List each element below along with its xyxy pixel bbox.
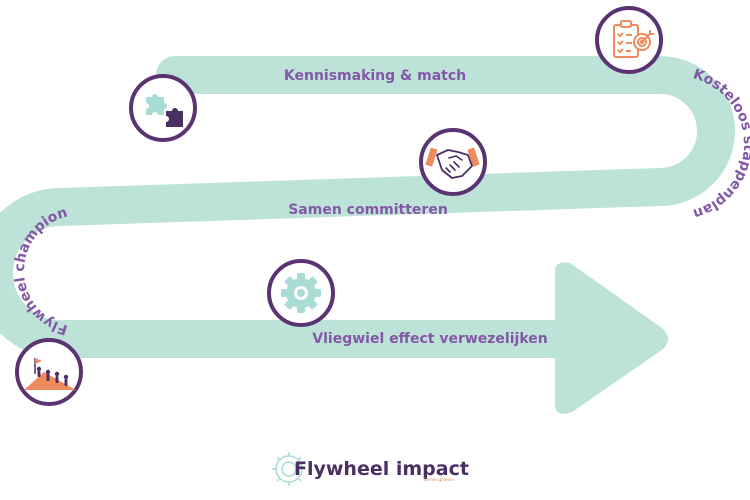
step-circle-champion bbox=[15, 338, 83, 406]
gear-icon bbox=[281, 273, 321, 313]
puzzle-icon bbox=[146, 94, 183, 127]
roadmap-arrowhead bbox=[555, 262, 668, 414]
step-circle-kennismaking bbox=[129, 74, 197, 142]
clipboard-target-icon bbox=[613, 20, 654, 58]
step-label-vliegwiel: Vliegwiel effect verwezelijken bbox=[312, 331, 547, 347]
step-circle-stappenplan bbox=[595, 6, 663, 74]
roadmap-path bbox=[0, 56, 735, 358]
logo-tagline: Samen groeien bbox=[424, 477, 455, 482]
step-label-kennismaking: Kennismaking & match bbox=[284, 68, 466, 84]
step-circle-committeren bbox=[419, 128, 487, 196]
handshake-icon bbox=[425, 147, 480, 179]
flywheel-impact-logo: Flywheel impact Samen groeien bbox=[272, 452, 469, 486]
gear-logo-icon bbox=[272, 452, 306, 486]
team-summit-icon bbox=[24, 358, 76, 390]
step-circle-vliegwiel bbox=[267, 259, 335, 327]
logo-wordmark: Flywheel impact bbox=[294, 458, 469, 480]
step-label-committeren: Samen committeren bbox=[288, 202, 448, 218]
